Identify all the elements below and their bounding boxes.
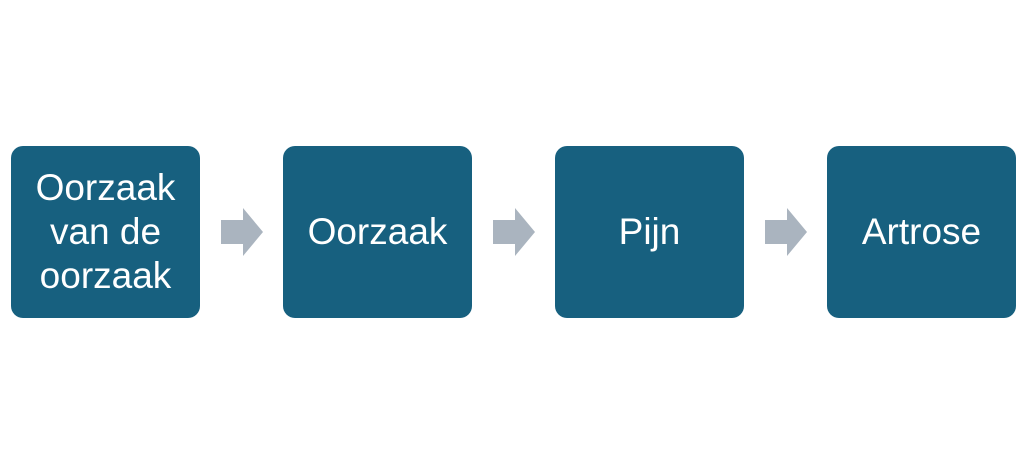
step-box-oorzaak: Oorzaak — [283, 146, 472, 318]
step-label: Oorzaak van de oorzaak — [35, 167, 176, 296]
right-arrow-icon — [765, 208, 807, 256]
step-box-pijn: Pijn — [555, 146, 744, 318]
step-label: Artrose — [861, 211, 982, 252]
right-arrow-icon — [493, 208, 535, 256]
step-box-oorzaak-van-de-oorzaak: Oorzaak van de oorzaak — [11, 146, 200, 318]
step-label: Pijn — [618, 211, 681, 252]
step-label: Oorzaak — [307, 211, 448, 252]
right-arrow-icon — [221, 208, 263, 256]
step-box-artrose: Artrose — [827, 146, 1016, 318]
